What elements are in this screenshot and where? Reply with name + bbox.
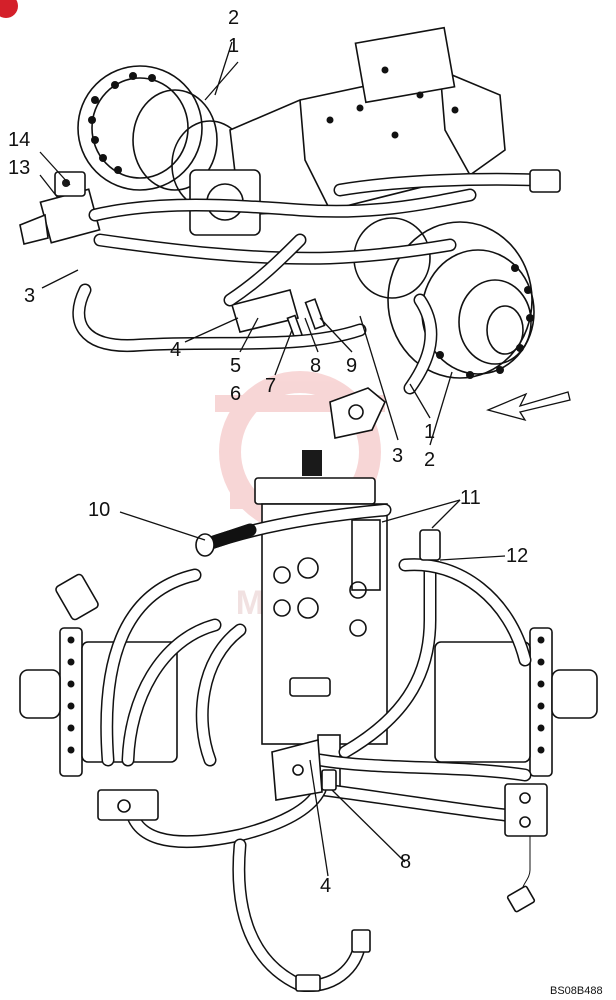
valve-block-left [97, 789, 159, 821]
drawing-code: BS08B488 [550, 985, 603, 997]
tube-10 [195, 523, 257, 557]
callout-5: 5 [230, 355, 241, 377]
manifold-block-bottom [271, 738, 337, 801]
pump-front-view [254, 450, 388, 796]
callout-12: 12 [506, 545, 528, 567]
callout-8-top: 8 [310, 355, 321, 377]
callout-11: 11 [460, 487, 481, 509]
top-leaders [39, 41, 453, 446]
clamp-block [329, 387, 386, 439]
callout-10: 10 [88, 499, 110, 521]
callout-1-right: 1 [424, 421, 435, 443]
bottom-leaders [119, 499, 506, 877]
callout-6: 6 [230, 383, 241, 405]
corner-mark-icon [0, 0, 18, 18]
callout-4-bottom: 4 [320, 875, 331, 897]
valve-block-right [504, 783, 548, 913]
callout-13: 13 [8, 157, 30, 179]
manifold-block [230, 289, 326, 346]
callout-14: 14 [8, 129, 30, 151]
fitting-12 [419, 529, 441, 561]
callout-3-right: 3 [392, 445, 403, 467]
callout-2-right: 2 [424, 449, 435, 471]
callout-8-bottom: 8 [400, 851, 411, 873]
relief-valve-block [19, 171, 101, 245]
drive-motor-right [434, 627, 598, 777]
callout-1-top: 1 [228, 35, 239, 57]
top-hoses [72, 169, 561, 395]
bottom-assembly-view: 10 11 12 4 8 [19, 450, 598, 992]
callout-9: 9 [346, 355, 357, 377]
drive-motor-front [353, 217, 535, 379]
callout-7: 7 [265, 375, 276, 397]
top-assembly-view: 2 1 14 13 3 4 5 6 7 8 9 3 1 2 [8, 7, 571, 471]
callout-2-top: 2 [228, 7, 239, 29]
bottom-hoses [100, 503, 532, 992]
travel-direction-arrow-icon [486, 391, 571, 422]
callout-3-left: 3 [24, 285, 35, 307]
callout-4-top: 4 [170, 339, 181, 361]
